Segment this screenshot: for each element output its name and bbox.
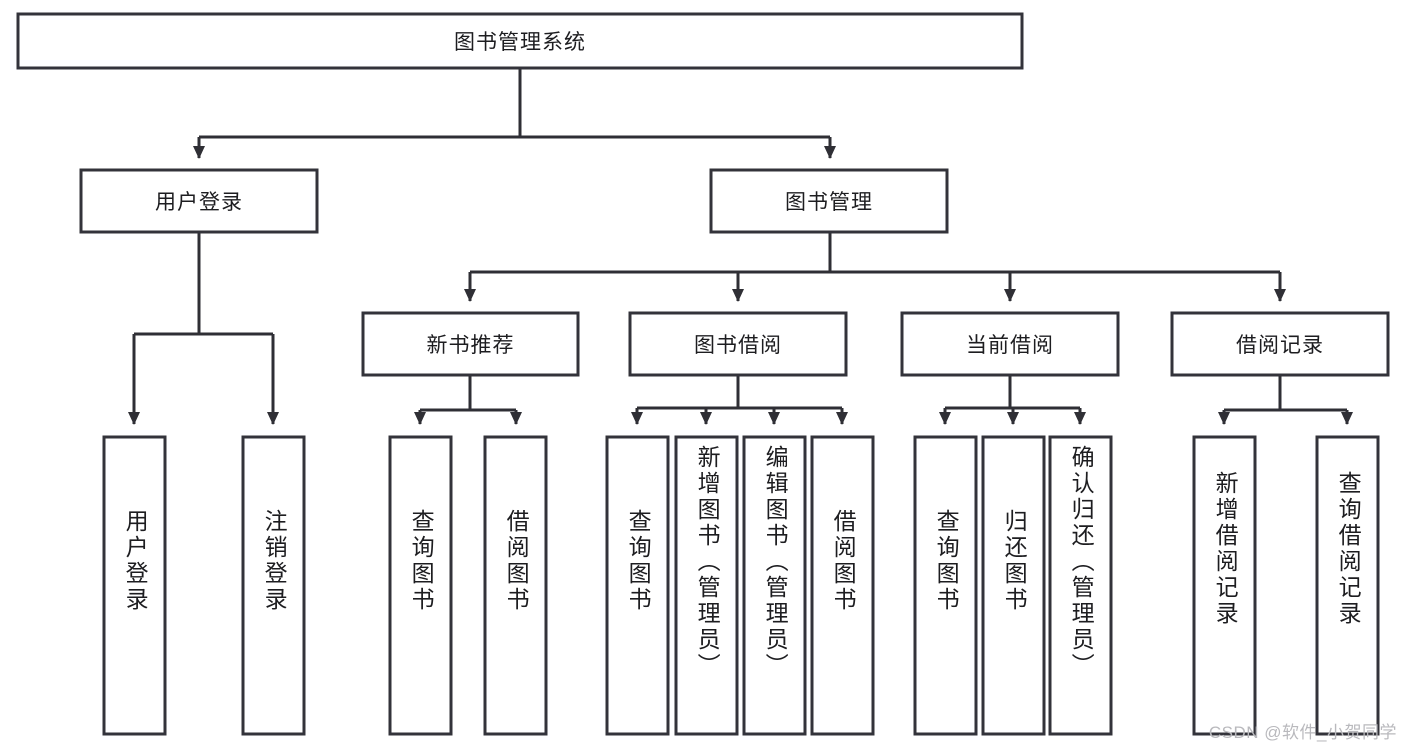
- connector-book-borrow-to-leaves: [637, 375, 848, 424]
- connector-new-book-recommend-to-leaves: [420, 375, 522, 424]
- connector-current-borrow-to-leaves: [945, 375, 1086, 424]
- connector-root-to-level2: [199, 68, 836, 158]
- node-box-user-login[interactable]: [79, 168, 319, 234]
- node-box-book-borrow[interactable]: [628, 311, 848, 377]
- node-box-nbr-borrow-book[interactable]: [483, 435, 548, 736]
- node-box-borrow-record[interactable]: [1170, 311, 1390, 377]
- csdn-watermark: CSDN @软件_小贺同学: [1208, 723, 1397, 742]
- node-box-cb-return-book[interactable]: [981, 435, 1046, 736]
- node-box-bb-add-book[interactable]: [674, 435, 739, 736]
- node-box-bb-query-book[interactable]: [605, 435, 670, 736]
- connector-user-login-to-leaves: [134, 232, 279, 424]
- node-box-root[interactable]: [16, 12, 1024, 70]
- connector-book-manage-to-level3: [470, 232, 1286, 301]
- connector-borrow-record-to-leaves: [1224, 375, 1353, 424]
- node-box-book-manage[interactable]: [709, 168, 949, 234]
- node-box-bb-edit-book[interactable]: [742, 435, 807, 736]
- node-box-current-borrow[interactable]: [900, 311, 1120, 377]
- node-box-bb-borrow-book[interactable]: [810, 435, 875, 736]
- node-box-new-book-recommend[interactable]: [361, 311, 580, 377]
- node-box-nbr-query-book[interactable]: [388, 435, 453, 736]
- node-box-cb-confirm-return[interactable]: [1048, 435, 1113, 736]
- node-box-user-login-do[interactable]: [102, 435, 167, 736]
- node-box-user-logout[interactable]: [241, 435, 306, 736]
- node-box-cb-query-book[interactable]: [913, 435, 978, 736]
- node-box-br-add-record[interactable]: [1192, 435, 1257, 736]
- node-box-br-query-record[interactable]: [1315, 435, 1380, 736]
